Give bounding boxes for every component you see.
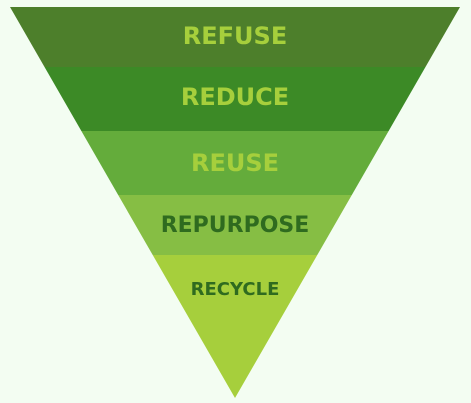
tier-label-recycle: RECYCLE: [191, 279, 280, 300]
tier-label-repurpose: REPURPOSE: [161, 213, 310, 238]
tier-reuse: [81, 131, 389, 195]
tier-label-reduce: REDUCE: [181, 83, 289, 111]
tier-recycle: [152, 255, 318, 398]
tier-repurpose: [118, 195, 352, 255]
tiers-layer: REFUSE REDUCE REUSE REPURPOSE RECYCLE: [10, 7, 460, 398]
tier-refuse: [10, 7, 460, 67]
tier-label-reuse: REUSE: [191, 149, 279, 177]
tier-label-refuse: REFUSE: [183, 22, 287, 50]
tier-reduce: [44, 67, 426, 131]
